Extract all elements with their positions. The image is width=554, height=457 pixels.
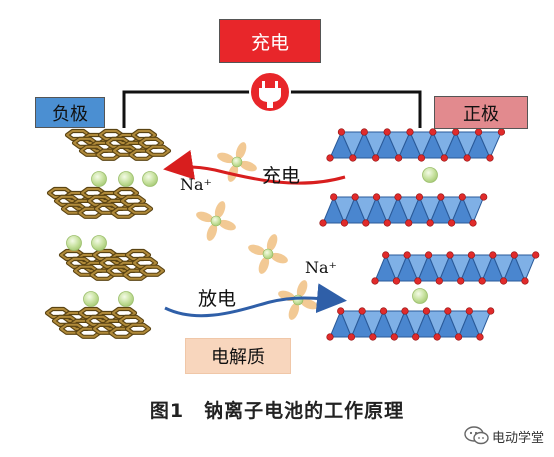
charge-arrow: [163, 149, 346, 185]
sodium-ion-icon: [91, 171, 107, 187]
graphite-layer-icon: [44, 306, 152, 339]
figure-caption: 图1 钠离子电池的工作原理: [149, 400, 405, 422]
sodium-ion-icon: [142, 171, 158, 187]
layered-oxide-cathode: [319, 128, 540, 341]
sodium-ion-icon: [66, 235, 82, 251]
electrolyte-solvent-molecules: [196, 142, 318, 320]
sodium-ion-icon: [118, 291, 134, 307]
watermark-text: 电动学堂: [492, 431, 545, 446]
graphite-layer-icon: [64, 128, 172, 161]
sodium-ion-icon: [422, 167, 438, 183]
graphite-layer-icon: [46, 186, 154, 219]
layered-oxide-icon: [326, 307, 495, 341]
discharge-arrow-label: 放电: [198, 288, 236, 310]
sodium-ion-icon: [118, 171, 134, 187]
sodium-ions: [66, 167, 438, 307]
charge-arrow-label: 充电: [262, 165, 300, 187]
solvent-molecule-icon: [196, 201, 236, 241]
solvent-molecule-icon: [217, 142, 257, 182]
layered-oxide-icon: [326, 128, 506, 162]
cathode-label: 正极: [434, 96, 528, 129]
graphite-anode: [44, 128, 172, 339]
electrolyte-label: 电解质: [185, 338, 291, 374]
discharge-arrow: [164, 283, 347, 318]
layered-oxide-icon: [319, 193, 488, 227]
plug-icon: [249, 71, 291, 113]
wechat-logo-icon: [464, 426, 489, 445]
sodium-ion-icon: [83, 291, 99, 307]
layered-oxide-icon: [371, 251, 540, 285]
sodium-ion-icon: [412, 288, 428, 304]
ion-label-top: Na⁺: [180, 175, 212, 194]
solvent-molecule-icon: [248, 234, 288, 274]
charge-label-box: 充电: [219, 19, 321, 63]
sodium-ion-icon: [91, 235, 107, 251]
ion-label-bottom: Na⁺: [305, 258, 337, 277]
graphite-layer-icon: [58, 248, 166, 281]
watermark: 电动学堂: [462, 425, 550, 447]
anode-label: 负极: [35, 97, 105, 128]
